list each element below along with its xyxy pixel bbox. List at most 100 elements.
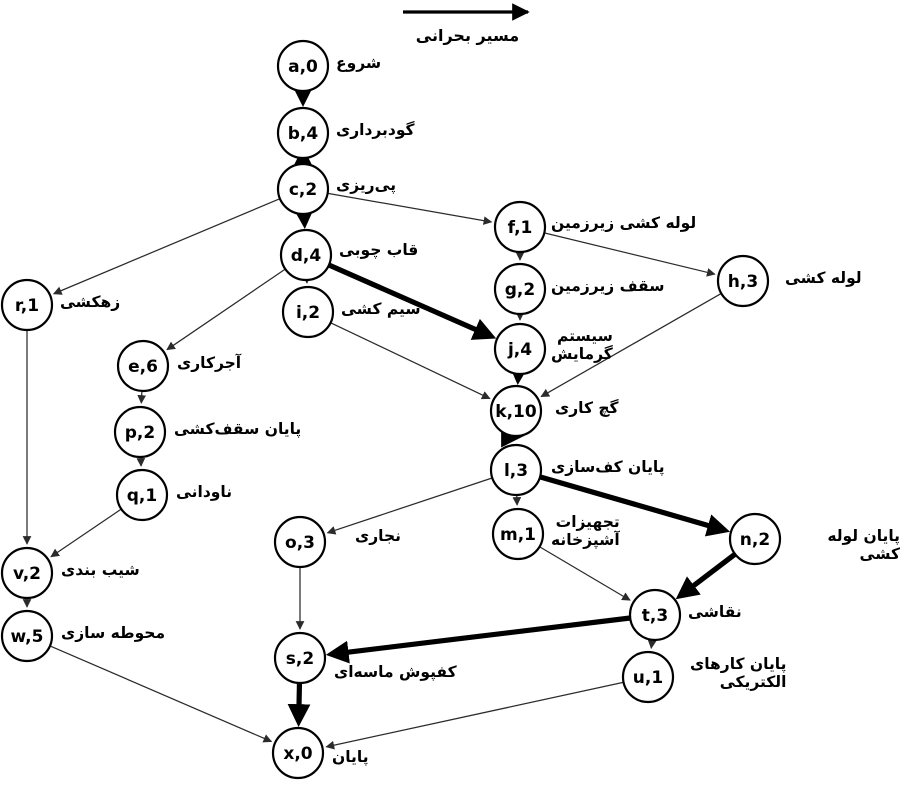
node-code-i: i,2 [296,303,320,323]
node-code-n: n,2 [740,530,770,550]
node-u[interactable]: u,1 [621,650,675,704]
node-c[interactable]: c,2 [276,162,330,216]
node-a[interactable]: a,0 [276,39,330,93]
node-code-h: h,3 [728,272,758,292]
node-circle-e [116,339,170,393]
edge-l-to-n [539,474,731,537]
node-g[interactable]: g,2 [493,262,547,316]
edge-e-to-p [137,391,147,404]
task-label-b: گودبرداری [336,121,415,139]
edge-d-to-e [166,269,285,351]
task-label-f: لوله کشی زیرزمین [551,214,697,232]
edge-m-to-t [540,546,631,601]
node-code-w: w,5 [11,627,44,647]
node-code-f: f,1 [508,218,533,238]
node-e[interactable]: e,6 [116,339,170,393]
node-r[interactable]: r,1 [0,278,54,332]
node-circle-d [279,228,333,282]
node-code-s: s,2 [286,649,314,669]
node-v[interactable]: v,2 [0,546,54,600]
node-k[interactable]: k,10 [489,384,543,438]
node-circle-s [273,631,327,685]
node-circle-b [276,106,330,160]
node-code-x: x,0 [283,744,312,764]
task-label-w: محوطه سازی [61,624,166,642]
edge-t-to-u [647,639,657,650]
node-code-g: g,2 [505,280,535,300]
node-code-t: t,3 [642,606,668,626]
task-label-g: سقف زیرزمین [551,277,665,295]
node-m[interactable]: m,1 [491,507,545,561]
task-label-e: آجرکاری [177,354,242,372]
node-o[interactable]: o,3 [273,515,327,569]
node-code-j: j,4 [507,340,532,360]
task-label-p: پایان سقف‌کشی [174,420,302,438]
node-h[interactable]: h,3 [716,254,770,308]
edge-l-to-o [326,477,492,535]
node-circle-u [621,650,675,704]
task-label-h: لوله کشی [785,269,862,287]
node-d[interactable]: d,4 [279,228,333,282]
node-circle-h [716,254,770,308]
node-circle-n [728,512,782,566]
node-i[interactable]: i,2 [281,285,335,339]
node-p[interactable]: p,2 [113,405,167,459]
node-code-c: c,2 [289,180,317,200]
node-code-q: q,1 [127,486,157,506]
node-x[interactable]: x,0 [271,726,325,780]
node-code-o: o,3 [285,533,315,553]
task-label-l: پایان کف‌سازی [551,458,665,476]
node-code-d: d,4 [291,246,322,266]
node-circle-p [113,405,167,459]
edge-u-to-x [325,681,623,750]
node-circle-m [491,507,545,561]
node-code-u: u,1 [633,668,663,688]
node-code-e: e,6 [128,357,158,377]
node-l[interactable]: l,3 [489,443,543,497]
task-label-s: کفپوش ماسه‌ای [334,663,457,681]
node-circle-t [628,588,682,642]
node-circle-g [493,262,547,316]
task-label-u: پایان کارهای الکتریکی [690,655,787,692]
node-circle-f [493,200,547,254]
node-circle-k [489,384,543,438]
node-circle-a [276,39,330,93]
node-circle-r [0,278,54,332]
node-w[interactable]: w,5 [0,609,54,663]
node-circle-v [0,546,54,600]
node-circle-c [276,162,330,216]
task-label-o: نجاری [355,527,401,545]
node-n[interactable]: n,2 [728,512,782,566]
node-j[interactable]: j,4 [493,322,547,376]
node-b[interactable]: b,4 [276,106,330,160]
node-t[interactable]: t,3 [628,588,682,642]
node-circle-o [273,515,327,569]
node-q[interactable]: q,1 [115,468,169,522]
node-circle-l [489,443,543,497]
task-label-t: نقاشی [688,603,742,621]
node-code-r: r,1 [15,296,39,316]
node-f[interactable]: f,1 [493,200,547,254]
node-code-l: l,3 [504,461,528,481]
edge-c-to-f [328,192,493,225]
task-label-a: شروع [336,54,382,72]
edge-w-to-x [50,645,273,743]
node-circle-q [115,468,169,522]
edge-c-to-r [52,198,280,295]
task-label-i: سیم کشی [341,300,421,318]
edge-q-to-v [50,509,121,558]
task-label-r: زهکشی [60,293,121,311]
node-s[interactable]: s,2 [273,631,327,685]
node-circle-j [493,322,547,376]
task-label-j: سیستم گرمایش [551,327,613,364]
node-circle-x [271,726,325,780]
task-label-d: قاب چوبی [339,241,419,259]
node-code-a: a,0 [288,57,318,77]
node-circle-w [0,609,54,663]
task-label-k: گچ کاری [555,399,619,417]
task-label-m: تجهیزات آشپزخانه [551,513,620,550]
task-label-c: پی‌ریزی [336,176,397,194]
node-code-b: b,4 [288,124,319,144]
node-circle-i [281,285,335,339]
